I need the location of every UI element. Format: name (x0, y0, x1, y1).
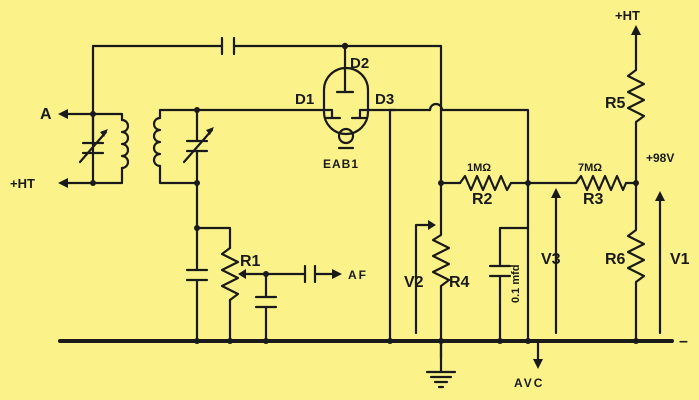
resistor-r1 (220, 246, 255, 343)
label-ht-top: +HT (615, 8, 640, 23)
label-voltage: +98V (646, 151, 674, 165)
voltage-v2 (414, 220, 436, 335)
ground-symbol (425, 339, 457, 389)
variable-capacitor-right (182, 108, 214, 230)
primary-coil (91, 112, 130, 185)
resistor-r4 (431, 98, 451, 360)
voltage-v1 (655, 191, 665, 335)
label-r2: R2 (472, 191, 493, 208)
capacitor-0-1mfd (488, 226, 530, 343)
capacitor-c1 (185, 226, 209, 343)
antenna-input (58, 73, 96, 188)
capacitor-c2 (254, 272, 278, 343)
label-avc: AVC (514, 376, 544, 390)
label-valve: EAB1 (323, 157, 359, 171)
valve-eab1 (318, 44, 397, 150)
label-v1: V1 (670, 251, 690, 268)
label-d2: D2 (350, 55, 369, 72)
label-r4: R4 (449, 274, 470, 291)
resistor-r3 (563, 174, 638, 192)
top-feedback-wire (91, 36, 443, 102)
label-minus: – (679, 333, 688, 350)
label-r1: R1 (240, 253, 261, 270)
label-cap-value: 0.1 mfd (510, 264, 522, 303)
secondary-coil (152, 108, 199, 185)
label-af: AF (348, 268, 368, 282)
label-r5: R5 (605, 95, 626, 112)
label-r2-value: 1MΩ (467, 162, 491, 174)
voltage-v3 (551, 188, 561, 335)
label-r3: R3 (583, 191, 604, 208)
label-d3: D3 (375, 91, 394, 108)
ht-top-arrow (631, 25, 641, 72)
resistor-r2 (439, 174, 567, 192)
af-output (303, 264, 342, 284)
label-r6: R6 (605, 251, 626, 268)
label-v3: V3 (541, 251, 561, 268)
label-v2: V2 (404, 274, 424, 291)
variable-capacitor-left (78, 112, 108, 164)
resistor-r5 (626, 68, 646, 185)
label-r3-value: 7MΩ (578, 162, 602, 174)
label-ht-left: +HT (10, 176, 35, 191)
label-antenna: A (40, 106, 52, 123)
label-d1: D1 (295, 91, 314, 108)
resistor-r6 (626, 181, 646, 343)
avc-output (533, 339, 543, 369)
